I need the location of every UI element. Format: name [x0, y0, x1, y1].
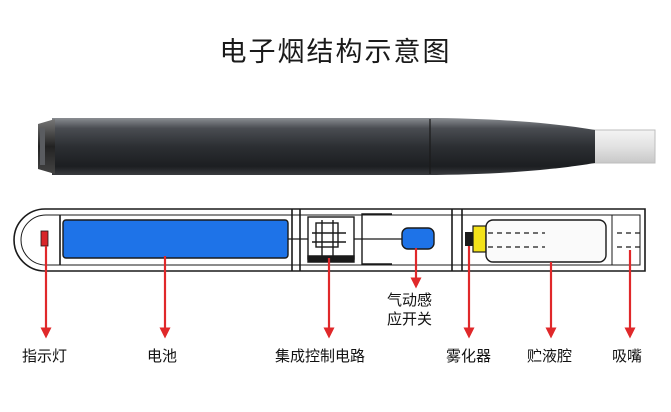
- label-ic-circuit: 集成控制电路: [275, 347, 366, 365]
- battery-block: [62, 219, 289, 259]
- atomizer-black: [465, 232, 475, 246]
- ecig-body: [52, 118, 595, 175]
- label-airflow-switch: 气动感 应开关: [387, 291, 432, 329]
- page-title: 电子烟结构示意图: [219, 37, 452, 68]
- label-indicator-light: 指示灯: [22, 347, 68, 365]
- outer-case: [13, 208, 646, 272]
- ecig-white-tip: [587, 129, 656, 164]
- label-atomizer: 雾化器: [446, 347, 492, 365]
- atomizer-yellow: [472, 225, 487, 253]
- ic-circuit: [307, 216, 355, 263]
- ecig-product-illustration: [38, 118, 656, 175]
- airway-dashes: [488, 232, 640, 248]
- label-liquid-chamber: 贮液腔: [527, 347, 573, 365]
- pointer-arrows: [40, 246, 636, 339]
- airflow-sensor-bracket: [361, 213, 392, 265]
- label-airflow-switch-line2: 应开关: [387, 310, 433, 328]
- airflow-switch-blue: [401, 227, 435, 250]
- label-airflow-switch-line1: 气动感: [387, 291, 433, 309]
- label-battery: 电池: [147, 347, 178, 365]
- liquid-chamber: [485, 219, 607, 263]
- ecig-end-ring: [40, 128, 45, 165]
- structure-schematic: [13, 208, 646, 272]
- label-mouthpiece: 吸嘴: [612, 347, 643, 365]
- indicator-light-red: [40, 230, 49, 247]
